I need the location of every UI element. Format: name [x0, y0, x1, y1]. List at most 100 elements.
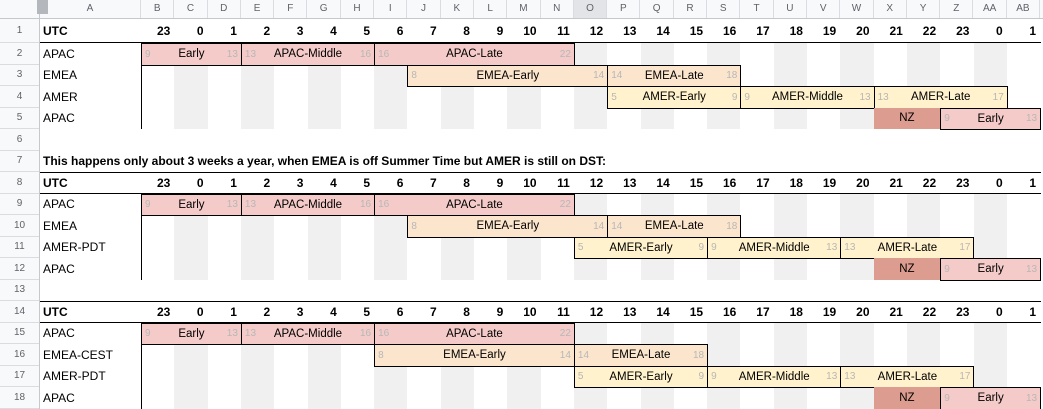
row-label-cell[interactable]: EMEA [43, 68, 78, 83]
hour-cell[interactable]: 12 [589, 304, 604, 319]
hour-cell[interactable]: 16 [722, 304, 737, 319]
hour-cell[interactable]: 6 [396, 23, 404, 38]
column-header-cell[interactable]: H [341, 0, 375, 18]
hour-cell[interactable]: 8 [463, 304, 470, 319]
row-header-cell[interactable]: 13 [0, 280, 39, 301]
hour-cell[interactable]: 14 [656, 23, 670, 38]
hour-cell[interactable]: 3 [296, 304, 304, 319]
hour-cell[interactable]: 19 [822, 304, 837, 319]
row-header-cell[interactable]: 7 [0, 151, 39, 172]
column-header-cell[interactable]: U [774, 0, 807, 18]
hour-cell[interactable]: 10 [523, 304, 537, 319]
hour-cell[interactable]: 15 [689, 304, 704, 319]
hour-cell[interactable]: 7 [429, 175, 437, 190]
row-header-cell[interactable]: 16 [0, 344, 39, 366]
hour-cell[interactable]: 0 [196, 304, 204, 319]
hour-cell[interactable]: 9 [496, 23, 504, 38]
column-header-cell[interactable]: L [474, 0, 508, 18]
row-header-cell[interactable]: 17 [0, 366, 39, 387]
hour-cell[interactable]: 1 [230, 175, 237, 190]
row-label-cell[interactable]: AMER [43, 89, 78, 104]
hour-cell[interactable]: 4 [330, 23, 337, 38]
row-header-cell[interactable]: 9 [0, 194, 39, 215]
column-header-cell[interactable]: P [607, 0, 641, 18]
row-header-cell[interactable]: 15 [0, 323, 39, 344]
row-label-cell[interactable]: APAC [43, 197, 75, 212]
hour-cell[interactable]: 1 [1029, 304, 1037, 319]
column-header-cell[interactable]: A [40, 0, 141, 18]
column-header-cell[interactable]: N [541, 0, 574, 18]
column-header-cell[interactable]: D [208, 0, 241, 18]
column-header-cell[interactable]: S [707, 0, 741, 18]
row-header-cell[interactable]: 11 [0, 237, 39, 258]
row-header-cell[interactable]: 10 [0, 215, 39, 237]
row-label-cell[interactable]: AMER-PDT [43, 240, 106, 255]
hour-cell[interactable]: 11 [557, 175, 570, 190]
hour-cell[interactable]: 14 [656, 175, 670, 190]
hour-cell[interactable]: 16 [722, 175, 737, 190]
hour-cell[interactable]: 22 [922, 304, 937, 319]
shift-band[interactable]: NZ [873, 387, 941, 409]
column-header-cell[interactable]: G [308, 0, 341, 18]
hour-cell[interactable]: 23 [956, 304, 970, 319]
hour-cell[interactable]: 18 [789, 175, 803, 190]
column-header-cell[interactable]: Z [940, 0, 974, 18]
hour-cell[interactable]: 0 [196, 175, 204, 190]
hour-cell[interactable]: 23 [956, 23, 970, 38]
row-header-cell[interactable]: 1 [0, 19, 39, 43]
column-header-cell[interactable]: Q [641, 0, 674, 18]
hour-cell[interactable]: 12 [589, 175, 604, 190]
row-header-cell[interactable]: 4 [0, 86, 39, 108]
hour-cell[interactable]: 3 [296, 23, 304, 38]
column-header-cell[interactable]: AB [1007, 0, 1041, 18]
utc-label-cell[interactable]: UTC [43, 304, 68, 319]
hour-cell[interactable]: 19 [822, 23, 837, 38]
hour-cell[interactable]: 7 [429, 304, 437, 319]
hour-cell[interactable]: 23 [156, 304, 171, 319]
hour-cell[interactable]: 23 [156, 175, 171, 190]
hour-cell[interactable]: 17 [756, 23, 770, 38]
hour-cell[interactable]: 4 [330, 175, 337, 190]
row-header-cell[interactable]: 5 [0, 108, 39, 129]
hour-cell[interactable]: 8 [463, 23, 470, 38]
row-header-cell[interactable]: 6 [0, 129, 39, 151]
hour-cell[interactable]: 20 [856, 175, 870, 190]
hour-cell[interactable]: 23 [156, 23, 171, 38]
hour-cell[interactable]: 9 [496, 175, 504, 190]
row-label-cell[interactable]: EMEA-CEST [43, 347, 114, 362]
row-header-cell[interactable]: 3 [0, 65, 39, 86]
hour-cell[interactable]: 0 [996, 23, 1003, 38]
hour-cell[interactable]: 0 [996, 175, 1003, 190]
select-all-corner[interactable] [0, 0, 40, 19]
utc-label-cell[interactable]: UTC [43, 175, 68, 190]
row-label-cell[interactable]: AMER-PDT [43, 369, 106, 384]
hour-cell[interactable]: 13 [623, 304, 637, 319]
hour-cell[interactable]: 13 [623, 23, 637, 38]
hour-cell[interactable]: 10 [523, 175, 537, 190]
hour-cell[interactable]: 22 [922, 175, 937, 190]
row-header-cell[interactable]: 14 [0, 301, 39, 323]
hour-cell[interactable]: 11 [557, 304, 570, 319]
hour-cell[interactable]: 8 [463, 175, 470, 190]
hour-cell[interactable]: 21 [889, 175, 903, 190]
hour-cell[interactable]: 20 [856, 304, 870, 319]
hour-cell[interactable]: 1 [230, 23, 237, 38]
hour-cell[interactable]: 5 [363, 304, 371, 319]
row-label-cell[interactable]: APAC [43, 261, 75, 276]
hour-cell[interactable]: 7 [429, 23, 437, 38]
column-header-cell[interactable]: W [840, 0, 874, 18]
